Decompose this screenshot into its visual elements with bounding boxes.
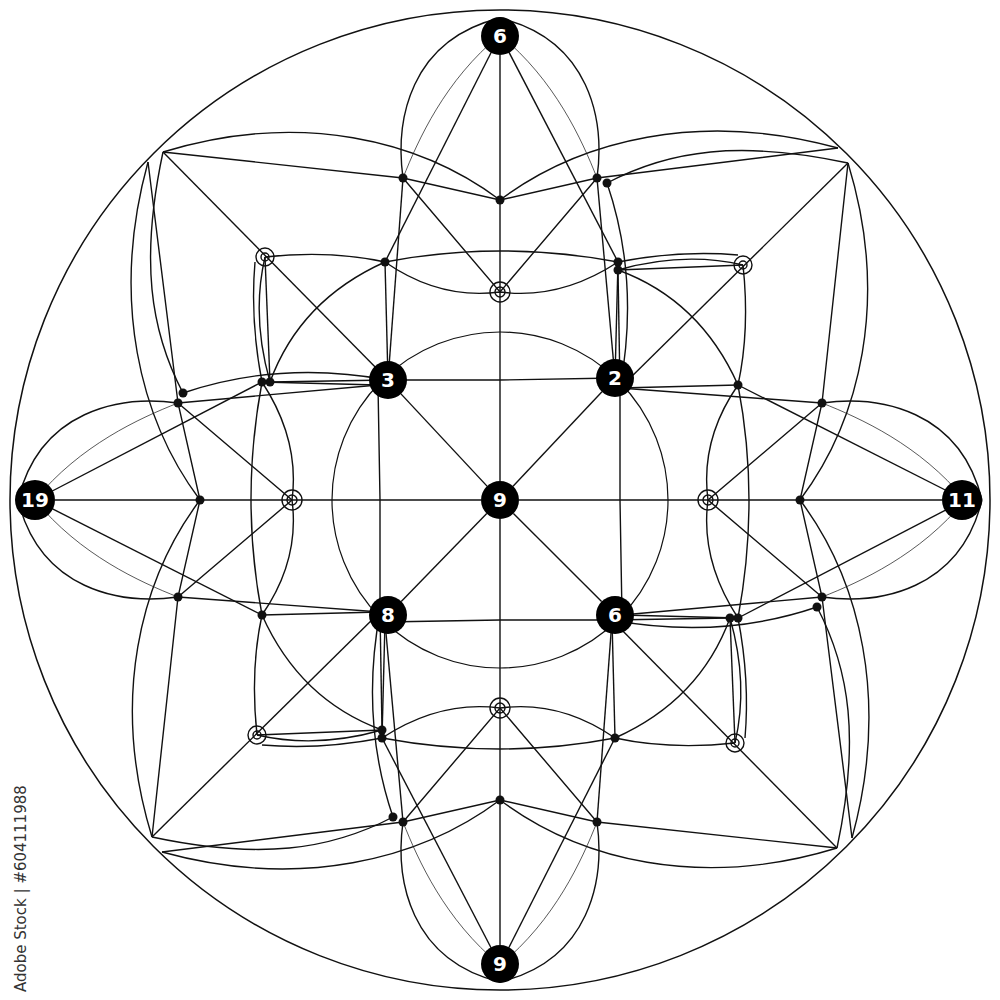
connector-line xyxy=(519,499,942,500)
number-label: 6 xyxy=(608,605,622,625)
connector-line xyxy=(401,394,487,486)
number-label: 6 xyxy=(493,26,507,46)
number-circle: 11 xyxy=(942,480,982,520)
number-circle: 9 xyxy=(481,481,519,519)
number-label: 9 xyxy=(493,490,507,510)
watermark-text: Adobe Stock | #604111988 xyxy=(12,785,30,992)
number-circle: 8 xyxy=(369,596,407,634)
connector-line xyxy=(499,519,500,945)
connector-line xyxy=(513,392,602,486)
number-label: 19 xyxy=(21,490,49,510)
connector-line xyxy=(55,499,481,500)
connector-line xyxy=(513,513,601,601)
number-circle: 3 xyxy=(369,361,407,399)
number-circle: 9 xyxy=(481,945,519,983)
number-circle: 19 xyxy=(15,480,55,520)
connector-line xyxy=(401,514,486,602)
number-label: 8 xyxy=(381,605,395,625)
number-label: 3 xyxy=(381,370,395,390)
number-label: 11 xyxy=(948,490,976,510)
connector-line xyxy=(499,55,500,481)
number-circle: 6 xyxy=(596,596,634,634)
number-circle: 2 xyxy=(596,359,634,397)
number-label: 2 xyxy=(608,368,622,388)
number-label: 9 xyxy=(493,954,507,974)
number-circle: 6 xyxy=(481,17,519,55)
